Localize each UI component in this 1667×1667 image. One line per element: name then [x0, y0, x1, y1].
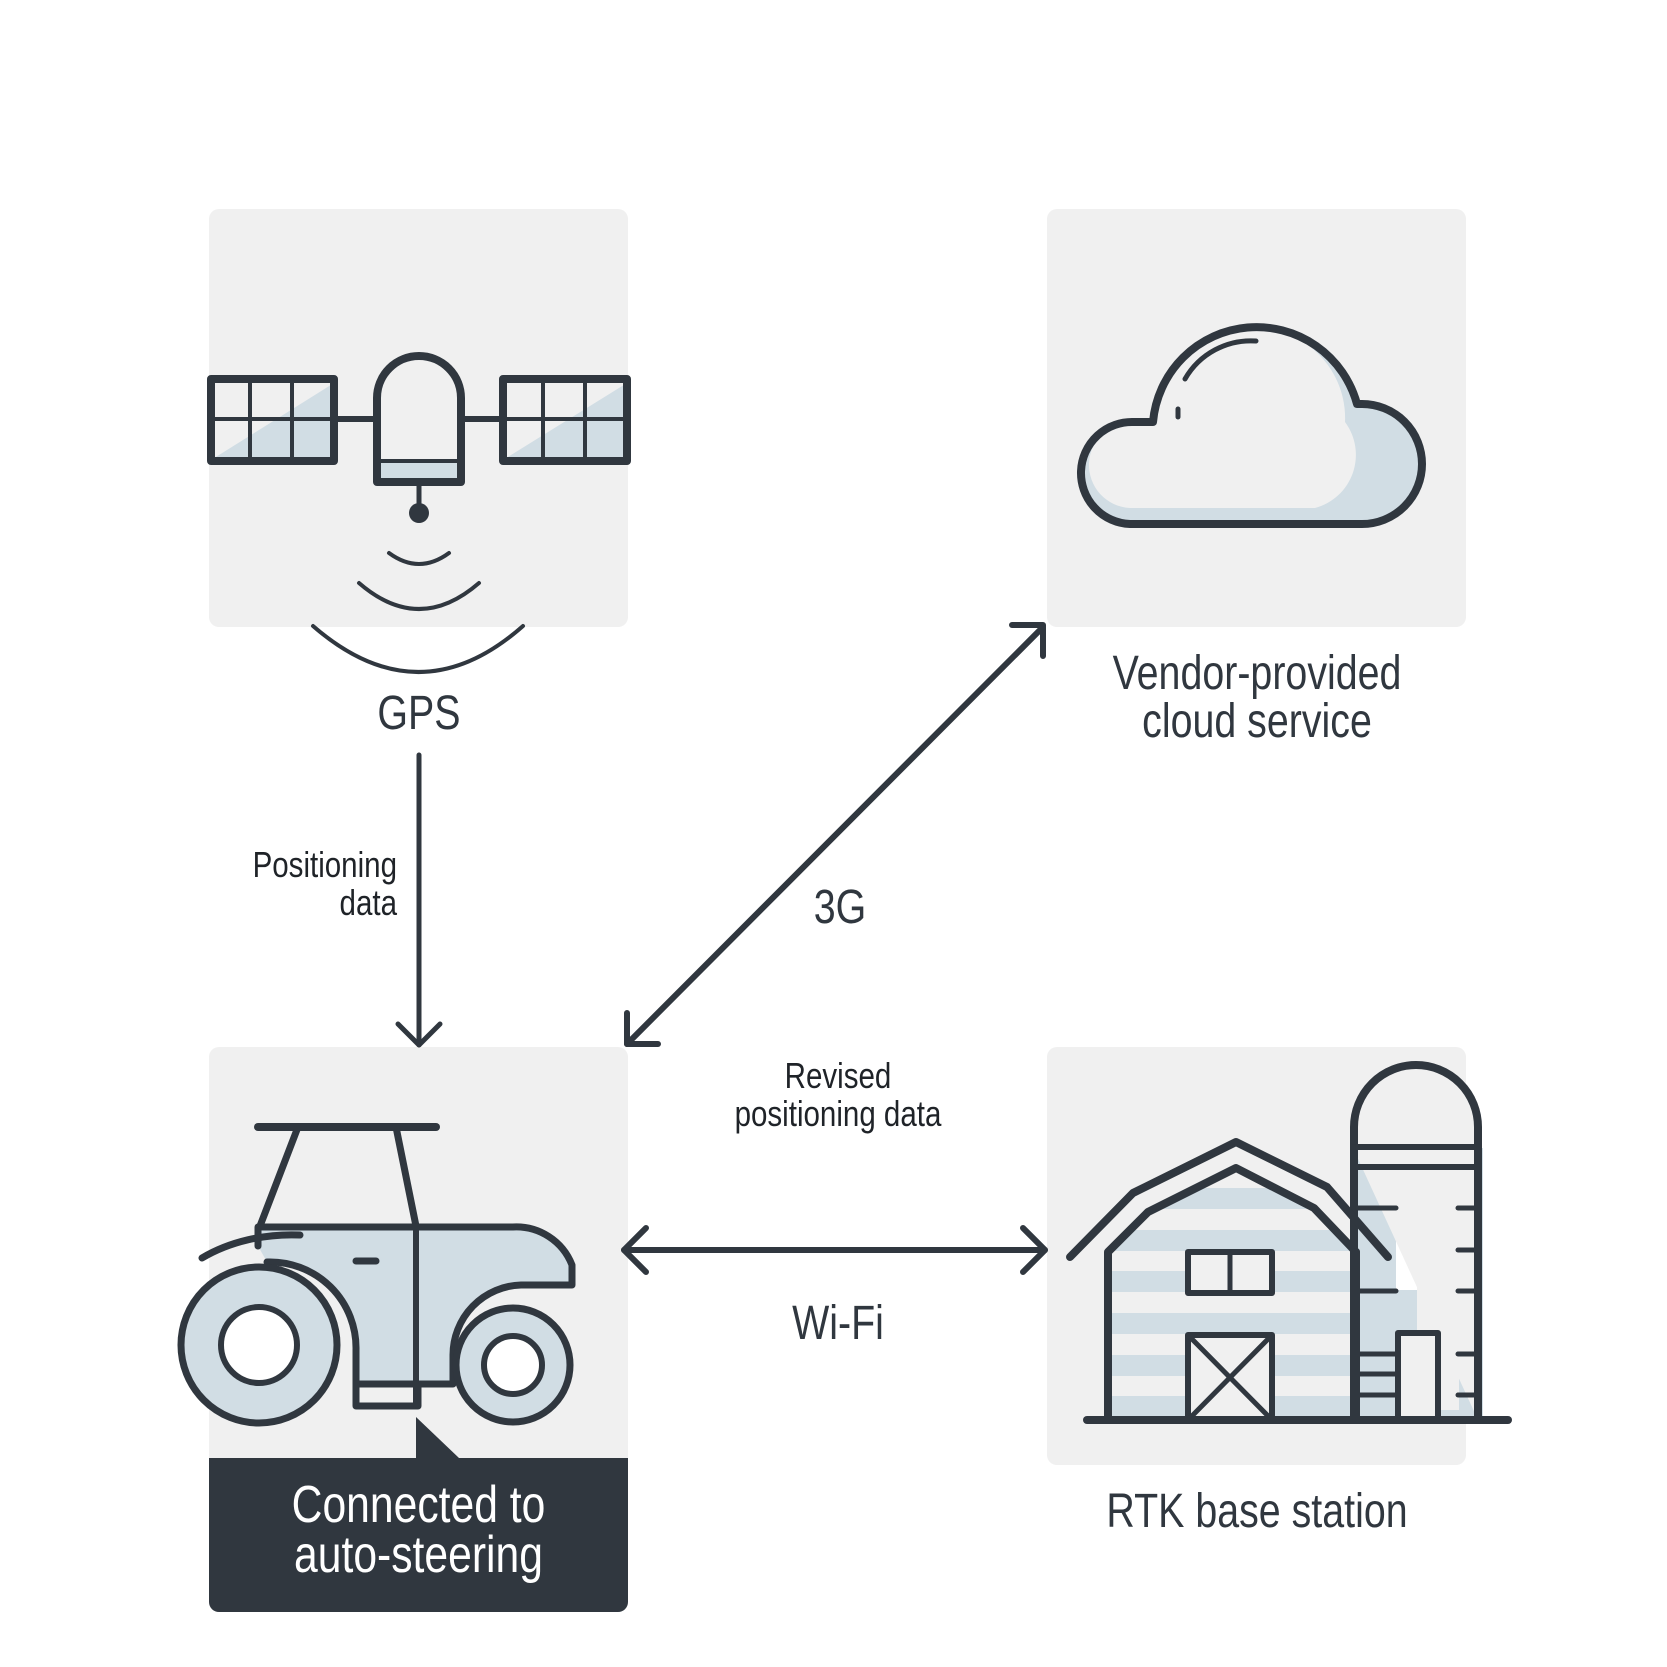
tractor-caption-box [209, 1458, 628, 1612]
tractor-node-label: Connected to auto-steering [247, 1476, 591, 1584]
tractor-icon [177, 1123, 576, 1427]
revised-positioning-caption: Revised positioning data [674, 1057, 1002, 1133]
tractor-label-line-2: auto-steering [294, 1526, 543, 1584]
cloud-node-label: Vendor-provided cloud service [1093, 650, 1421, 746]
tractor-label-line-1: Connected to [291, 1476, 546, 1534]
positioning-data-edge-label: Positioning data [235, 846, 397, 922]
cloud-label-line-2: cloud service [1142, 695, 1372, 748]
revised-label-line-1: Revised [784, 1055, 892, 1096]
cloud-label-line-1: Vendor-provided [1112, 647, 1402, 700]
revised-label-line-2: positioning data [734, 1093, 942, 1134]
gps-tile [209, 209, 628, 627]
cloud-icon [1076, 323, 1426, 528]
gps-node-label: GPS [377, 687, 461, 740]
positioning-label-line-1: Positioning [252, 844, 397, 885]
3g-bidirectional-arrow [624, 622, 1046, 1047]
rtk-node-label: RTK base station [1106, 1485, 1408, 1538]
wifi-bidirectional-arrow [621, 1225, 1048, 1275]
satellite-icon [207, 352, 631, 674]
wifi-edge-label: Wi-Fi [792, 1297, 884, 1350]
barn-silo-icon [1066, 1061, 1512, 1424]
gps-to-tractor-arrow [395, 752, 443, 1048]
caption-pointer [416, 1417, 459, 1458]
3g-edge-label: 3G [813, 881, 867, 934]
positioning-label-line-2: data [339, 882, 397, 923]
